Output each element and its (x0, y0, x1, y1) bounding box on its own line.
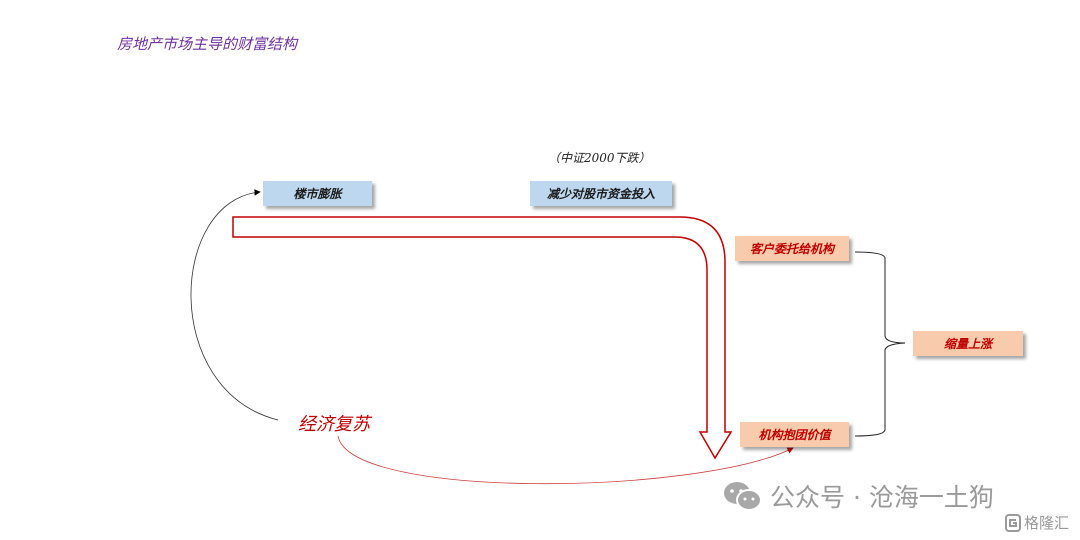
box-institution-group-value: 机构抱团价值 (740, 422, 849, 447)
gelonghui-text: 格隆汇 (1024, 514, 1070, 532)
page-title: 房地产市场主导的财富结构 (117, 35, 298, 53)
big-flow-arrow (232, 216, 733, 460)
watermark: 公众号 · 沧海一土狗 (722, 478, 994, 514)
csi2000-note: （中证2000下跌） (548, 151, 651, 165)
recovery-to-housing-arrow (190, 189, 279, 421)
right-brace (854, 251, 906, 437)
wechat-icon (724, 482, 762, 511)
watermark-text: 公众号 · 沧海一土狗 (770, 483, 994, 512)
box-client-delegation: 客户委托给机构 (735, 236, 849, 261)
box-reduce-stock-funds: 减少对股市资金投入 (530, 181, 672, 206)
box-shrinking-volume-rise: 缩量上涨 (913, 331, 1023, 356)
box-housing-inflation: 楼市膨胀 (263, 181, 372, 206)
economic-recovery-label: 经济复苏 (298, 414, 370, 435)
gelonghui-icon (1005, 513, 1021, 532)
recovery-to-institution-arrow (337, 435, 794, 485)
gelonghui-logo: 格隆汇 (1005, 512, 1069, 533)
